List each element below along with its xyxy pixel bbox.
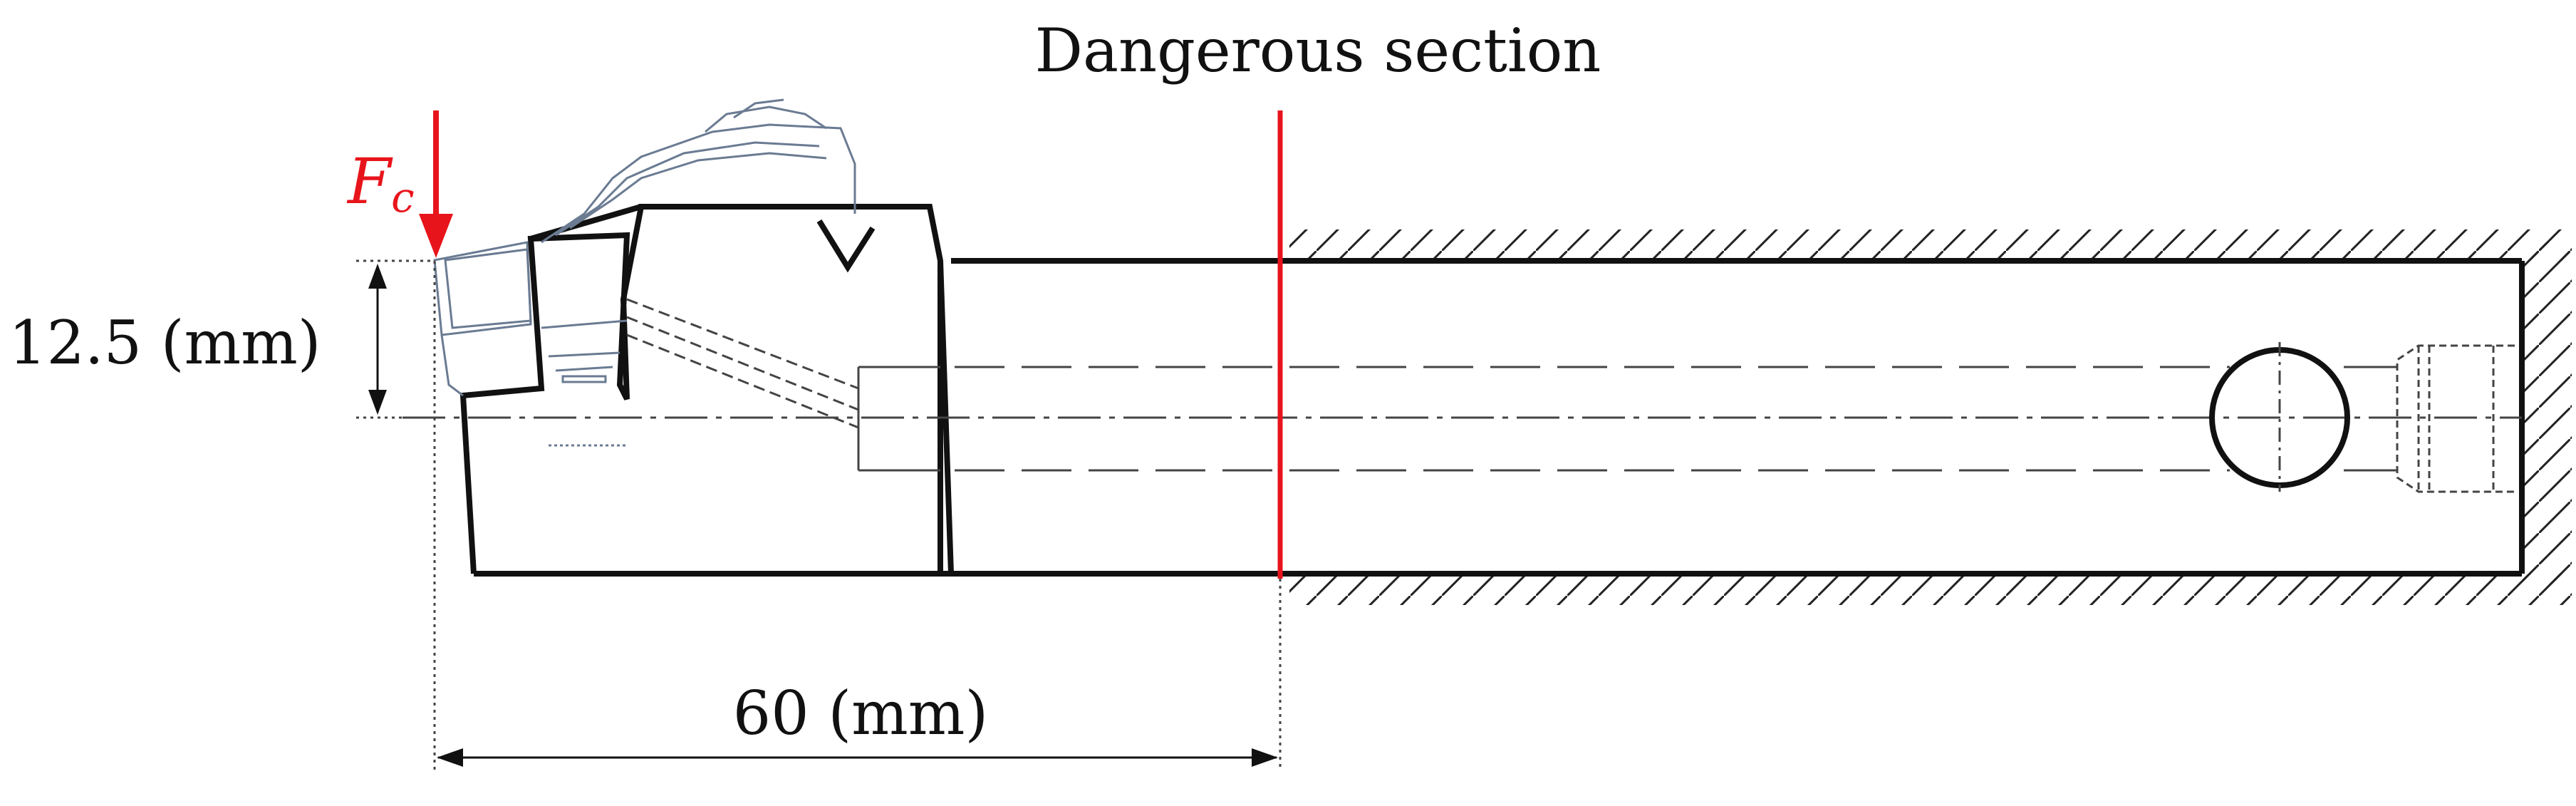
dangerous-section-label: Dangerous section <box>1035 16 1601 86</box>
length-dimension-label: 60 (mm) <box>733 678 988 748</box>
cross-hole <box>2209 342 2350 492</box>
tool-holder-head <box>459 204 955 577</box>
force-symbol: F <box>346 145 393 218</box>
length-dimension <box>437 748 1278 767</box>
internal-bore <box>857 366 2397 472</box>
height-dimension <box>368 264 387 415</box>
coolant-channels <box>626 298 859 429</box>
cutting-force-arrow <box>419 110 453 258</box>
height-dimension-label: 12.5 (mm) <box>9 308 321 378</box>
cutting-insert <box>433 98 856 447</box>
threaded-end <box>2396 344 2515 493</box>
force-label: Fc <box>346 145 415 222</box>
force-subscript: c <box>391 173 414 222</box>
extension-lines <box>356 259 1282 770</box>
